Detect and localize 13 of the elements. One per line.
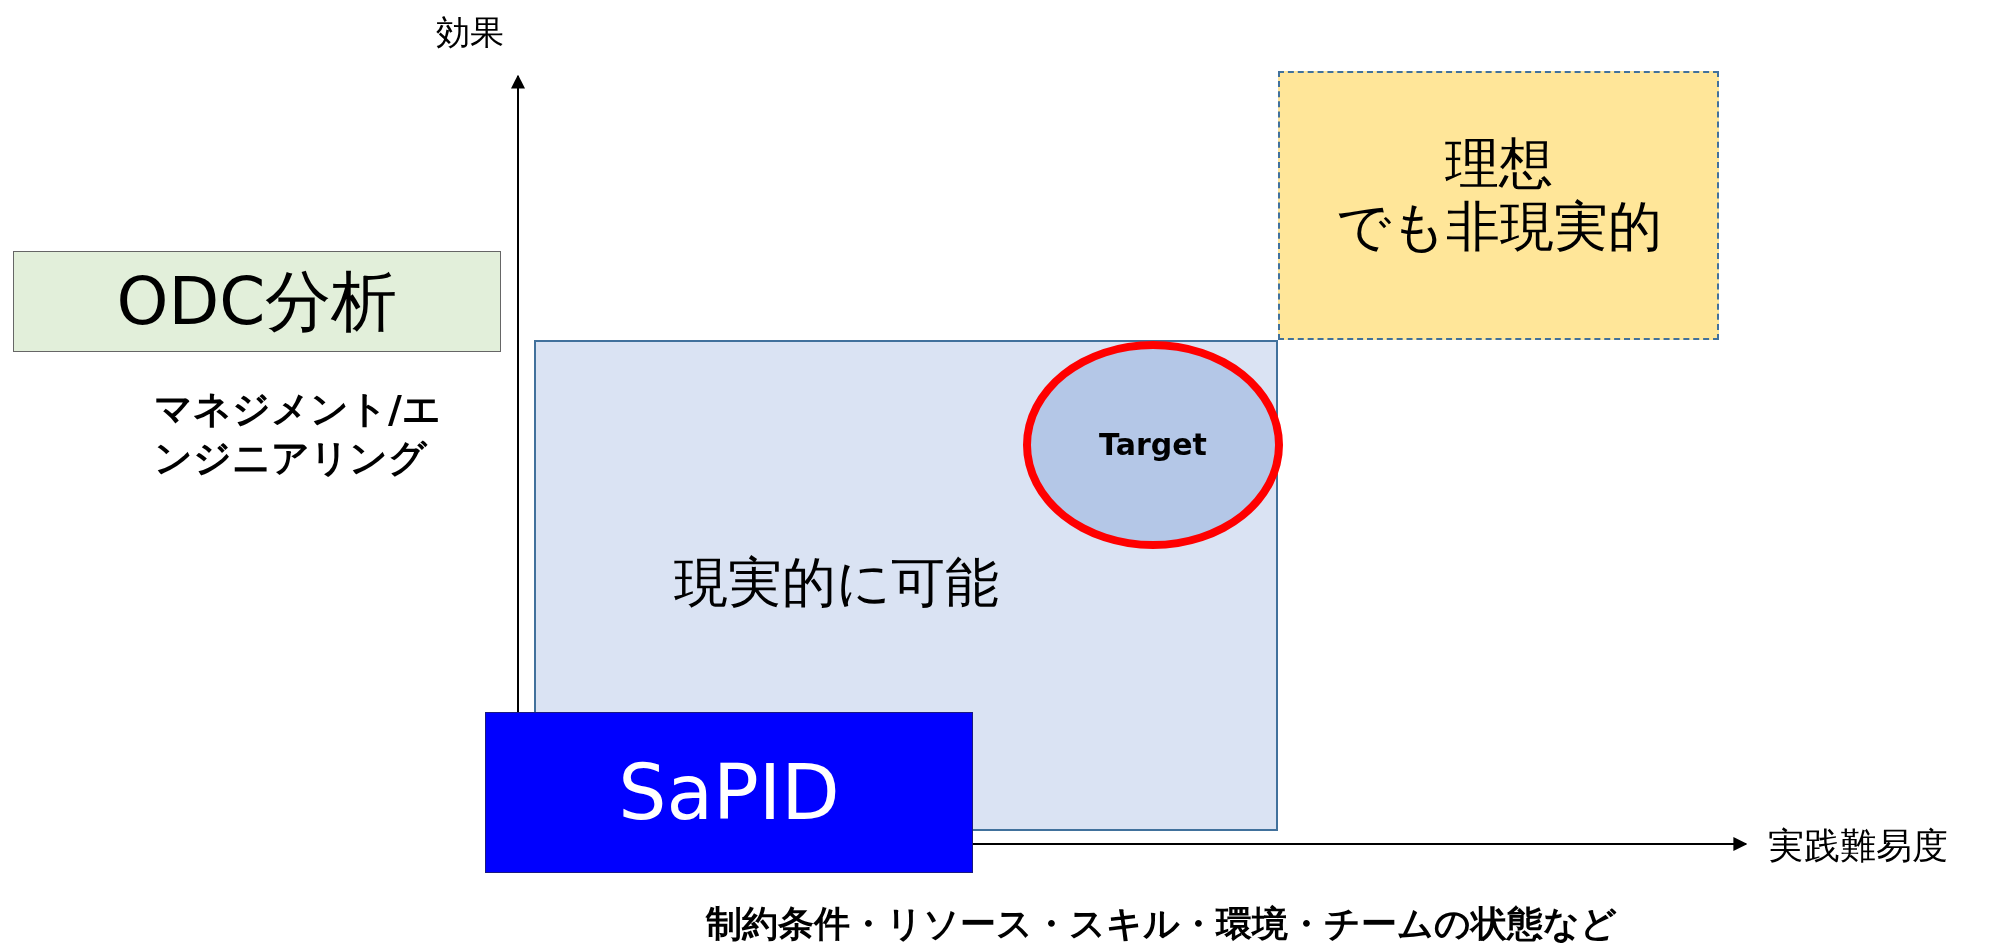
ideal-box (1278, 71, 1719, 340)
node-text: でも非現実的 (1335, 195, 1662, 258)
node-text: Target (1099, 427, 1207, 463)
axis-label: 実践難易度 (1768, 824, 1948, 868)
axis-label: 効果 (436, 11, 504, 54)
method-box (485, 712, 973, 873)
node-text: 理想 (1444, 133, 1553, 196)
node-text: ODC分析 (116, 263, 398, 340)
note-text: 制約条件・リソース・スキル・環境・チームの状態など (705, 902, 1617, 944)
node-text: SaPID (618, 748, 840, 837)
node-text: 現実的に可能 (673, 552, 999, 615)
method-box (13, 251, 501, 352)
note-text: マネジメント/エンジニアリング (154, 386, 442, 483)
